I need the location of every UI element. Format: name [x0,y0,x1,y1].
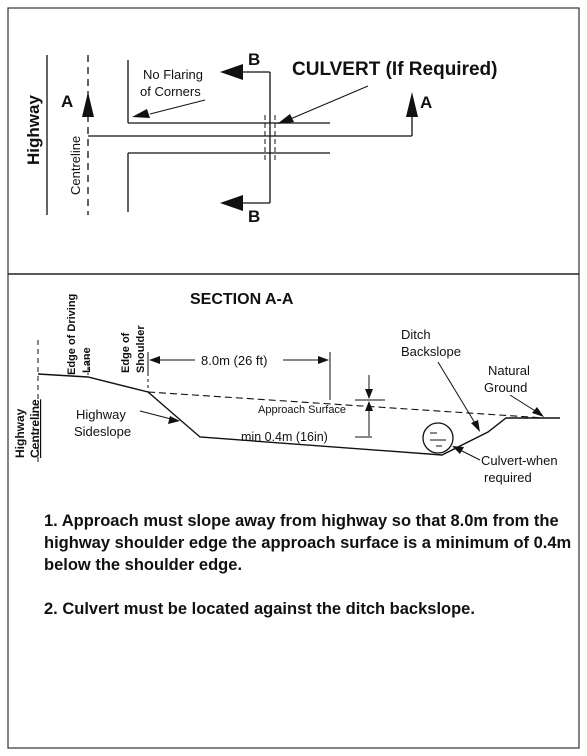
natural-ground-line2: Ground [484,380,527,395]
arrow-b-top-icon [220,64,243,80]
highway-sideslope-line2: Sideslope [74,424,131,439]
no-flaring-label-line1: No Flaring [143,67,203,82]
highway-label: Highway [24,95,43,165]
ground-profile-line [37,373,560,456]
edge-shoulder-line2: Shoulder [135,325,147,373]
plan-view: Highway Centreline No Flaring of Corners… [24,50,497,226]
marker-b-bottom: B [248,207,260,226]
sheet-border [7,7,580,749]
notes-block: 1. Approach must slope away from highway… [44,510,574,620]
culvert-when-line2: required [484,470,532,485]
no-flaring-label-line2: of Corners [140,84,201,99]
culvert-title: CULVERT (If Required) [292,59,497,80]
ditch-backslope-line2: Backslope [401,344,461,359]
depth-arrow-down-icon [365,389,373,399]
dimension-label: 8.0m (26 ft) [201,353,267,368]
sideslope-leader [139,410,176,421]
note-2: 2. Culvert must be located against the d… [44,600,475,618]
dimension-arrow-left-icon [149,356,160,364]
ditch-backslope-leader [437,361,479,429]
highway-sideslope-line1: Highway [76,407,126,422]
approach-surface-line [147,391,546,419]
marker-a-right: A [420,93,432,112]
arrow-b-bottom-icon [220,195,243,211]
approach-surface-label: Approach Surface [258,404,346,416]
culvert-pipe-icon [422,422,454,454]
depth-arrow-up-icon [365,401,373,411]
ditch-backslope-line1: Ditch [401,327,431,342]
highway-centreline-line1: Highway [13,408,27,458]
culvert-leader [287,85,369,121]
marker-b-top: B [248,50,260,69]
edge-shoulder-line1: Edge of [120,332,132,373]
section-title: SECTION A-A [190,291,294,308]
arrow-a-right-icon [406,92,418,117]
min-depth-label: min 0.4m (16in) [241,430,328,444]
section-view: SECTION A-A 8.0m (26 ft) [13,291,560,485]
note-1: 1. Approach must slope away from highway… [44,512,572,574]
marker-a-left: A [61,92,73,111]
centreline-label: Centreline [68,136,83,195]
arrow-a-left-icon [82,92,94,117]
dimension-arrow-right-icon [318,356,329,364]
highway-centreline-line2: Centreline [28,399,42,458]
edge-driving-lane-line2: Lane [81,347,93,373]
edge-driving-lane-line1: Edge of Driving [66,294,78,375]
no-flaring-leader [149,99,206,115]
natural-ground-line1: Natural [488,363,530,378]
culvert-when-line1: Culvert-when [481,453,558,468]
